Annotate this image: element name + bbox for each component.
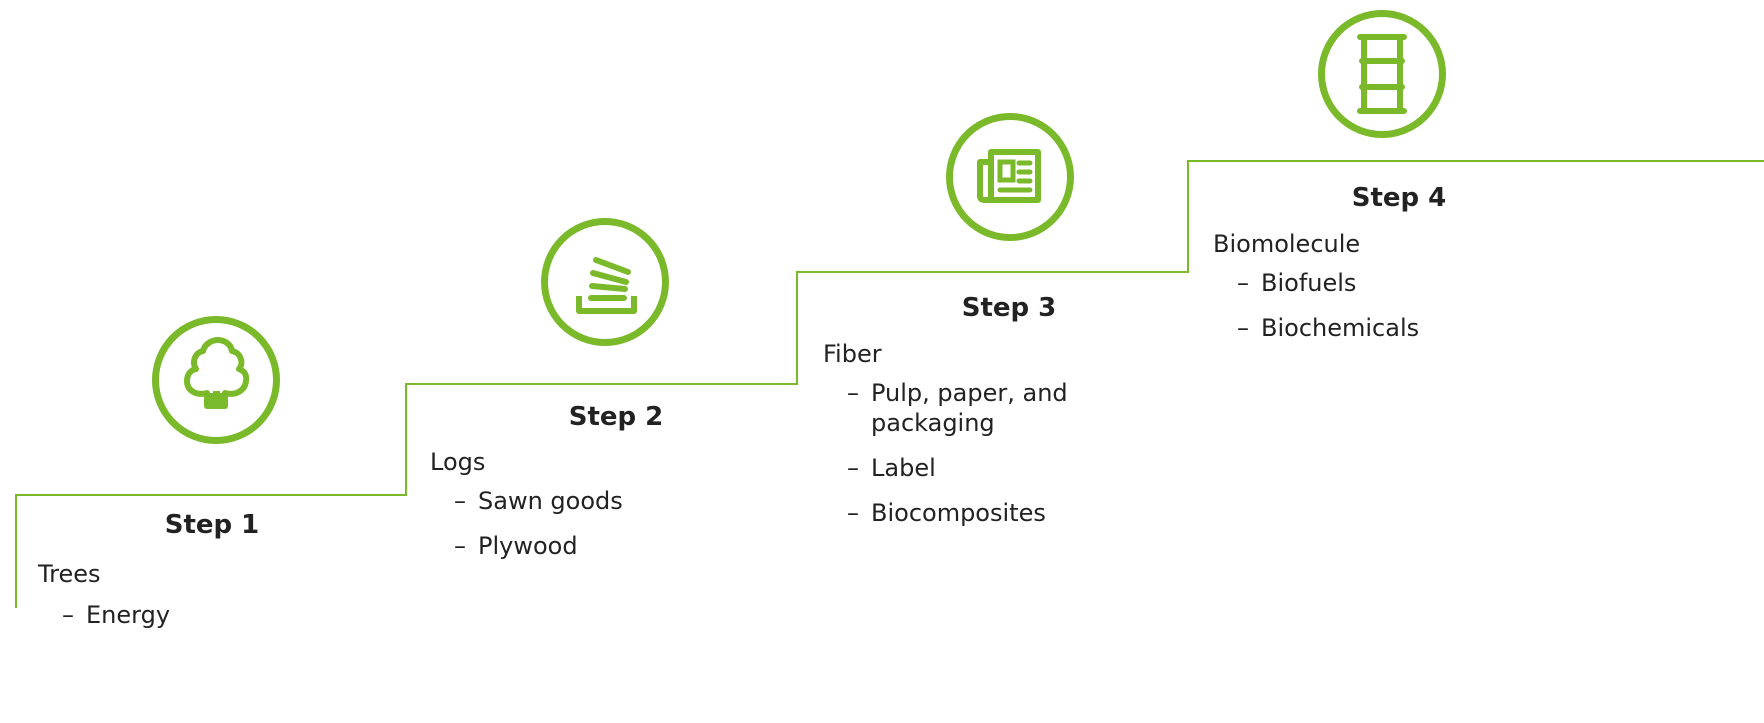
step-2-icon-circle	[541, 218, 669, 346]
stacked-logs-icon	[576, 257, 637, 314]
step-4-heading: Biomolecule	[1213, 230, 1361, 258]
newspaper-icon	[977, 149, 1041, 203]
tree-icon	[184, 337, 250, 409]
step-1: Step 1 Trees –Energy	[38, 510, 428, 630]
step-4-icon-circle	[1318, 10, 1446, 138]
step-1-heading: Trees	[38, 560, 101, 588]
list-item: –Biocomposites	[847, 499, 1046, 527]
step-3-heading: Fiber	[823, 340, 882, 368]
step-2: Step 2 Logs –Sawn goods –Plywood	[430, 402, 820, 561]
list-item: –Biofuels	[1237, 269, 1357, 297]
step-2-title: Step 2	[568, 402, 664, 432]
step-3: Step 3 Fiber –Pulp, paper, and packaging…	[823, 293, 1213, 528]
step-3-icon-circle	[946, 113, 1074, 241]
barrel-icon	[1357, 34, 1407, 114]
step-1-icon-circle	[152, 316, 280, 444]
step-2-heading: Logs	[430, 448, 486, 476]
list-item: –Biochemicals	[1237, 314, 1420, 342]
step-3-title: Step 3	[961, 293, 1057, 323]
list-item: –Sawn goods	[454, 487, 623, 515]
list-item: –Label	[847, 454, 936, 482]
list-item: –Energy	[62, 601, 171, 629]
list-item: –Plywood	[454, 532, 578, 560]
step-4-title: Step 4	[1351, 183, 1447, 213]
list-item: –Pulp, paper, and packaging	[847, 379, 1068, 437]
step-4: Step 4 Biomolecule –Biofuels –Biochemica…	[1213, 183, 1603, 343]
step-1-title: Step 1	[164, 510, 260, 540]
